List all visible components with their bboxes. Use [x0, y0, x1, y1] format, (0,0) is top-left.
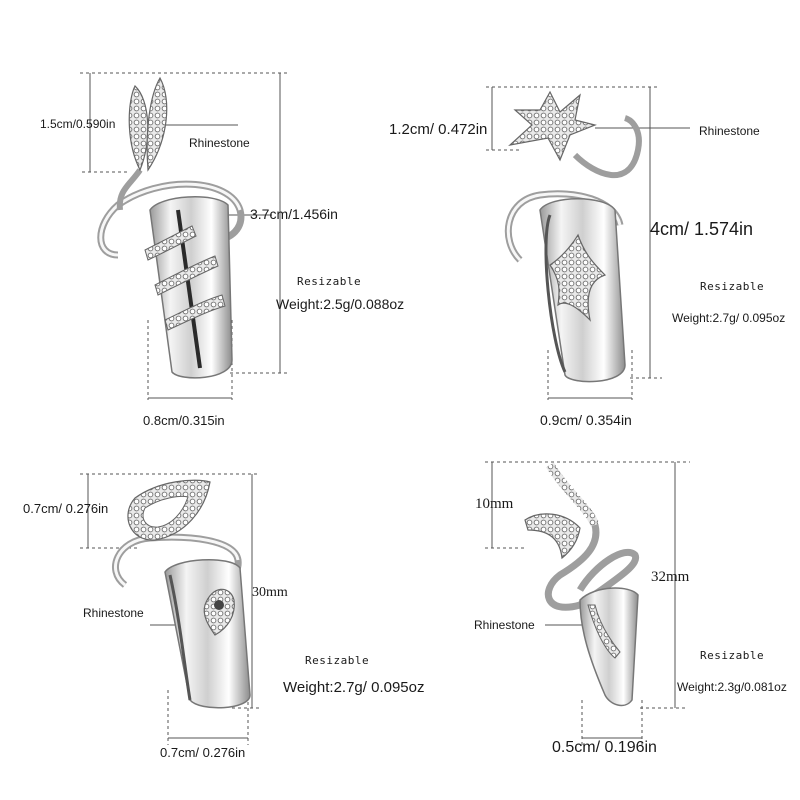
- resizable-label: Resizable: [700, 280, 765, 293]
- weight-label: Weight:2.7g/ 0.095oz: [283, 679, 425, 696]
- rhinestone-label: Rhinestone: [474, 618, 535, 632]
- rhinestone-label: Rhinestone: [189, 136, 250, 150]
- ring-illustration-2: [486, 86, 690, 400]
- height-label: 4cm/ 1.574in: [650, 219, 754, 239]
- rhinestone-label: Rhinestone: [699, 124, 760, 138]
- width-label: 0.9cm/ 0.354in: [540, 412, 632, 428]
- resizable-label: Resizable: [700, 649, 765, 662]
- weight-label: Weight:2.7g/ 0.095oz: [672, 311, 786, 325]
- ring-illustration-4: [485, 461, 690, 745]
- dimension-lines: [486, 86, 690, 400]
- product-panel-2: 1.2cm/ 0.472in Rhinestone 4cm/ 1.574in R…: [389, 0, 800, 427]
- weight-label: Weight:2.3g/0.081oz: [677, 680, 787, 694]
- product-panel-3: 0.7cm/ 0.276in Rhinestone 30mm Resizable…: [0, 400, 425, 800]
- height-label: 30mm: [252, 585, 288, 600]
- resizable-label: Resizable: [305, 654, 370, 667]
- rhinestone-label: Rhinestone: [83, 606, 144, 620]
- product-panel-1: 1.5cm/0.590in Rhinestone 3.7cm/1.456in R…: [0, 0, 404, 427]
- resizable-label: Resizable: [297, 275, 362, 288]
- width-label: 0.5cm/ 0.196in: [552, 739, 657, 756]
- ring-illustration-1: [80, 72, 290, 400]
- weight-label: Weight:2.5g/0.088oz: [276, 296, 405, 312]
- top-size-label: 1.2cm/ 0.472in: [389, 121, 488, 138]
- top-size-label: 10mm: [475, 496, 514, 512]
- height-label: 32mm: [651, 569, 690, 585]
- top-size-label: 0.7cm/ 0.276in: [23, 501, 109, 516]
- width-label: 0.7cm/ 0.276in: [160, 745, 246, 760]
- dimension-lines: [485, 461, 690, 745]
- ring-illustration-3: [80, 473, 262, 745]
- height-label: 3.7cm/1.456in: [250, 206, 338, 222]
- width-label: 0.8cm/0.315in: [143, 413, 225, 428]
- top-size-label: 1.5cm/0.590in: [40, 117, 116, 131]
- product-panel-4: 10mm Rhinestone 32mm Resizable Weight:2.…: [400, 400, 800, 800]
